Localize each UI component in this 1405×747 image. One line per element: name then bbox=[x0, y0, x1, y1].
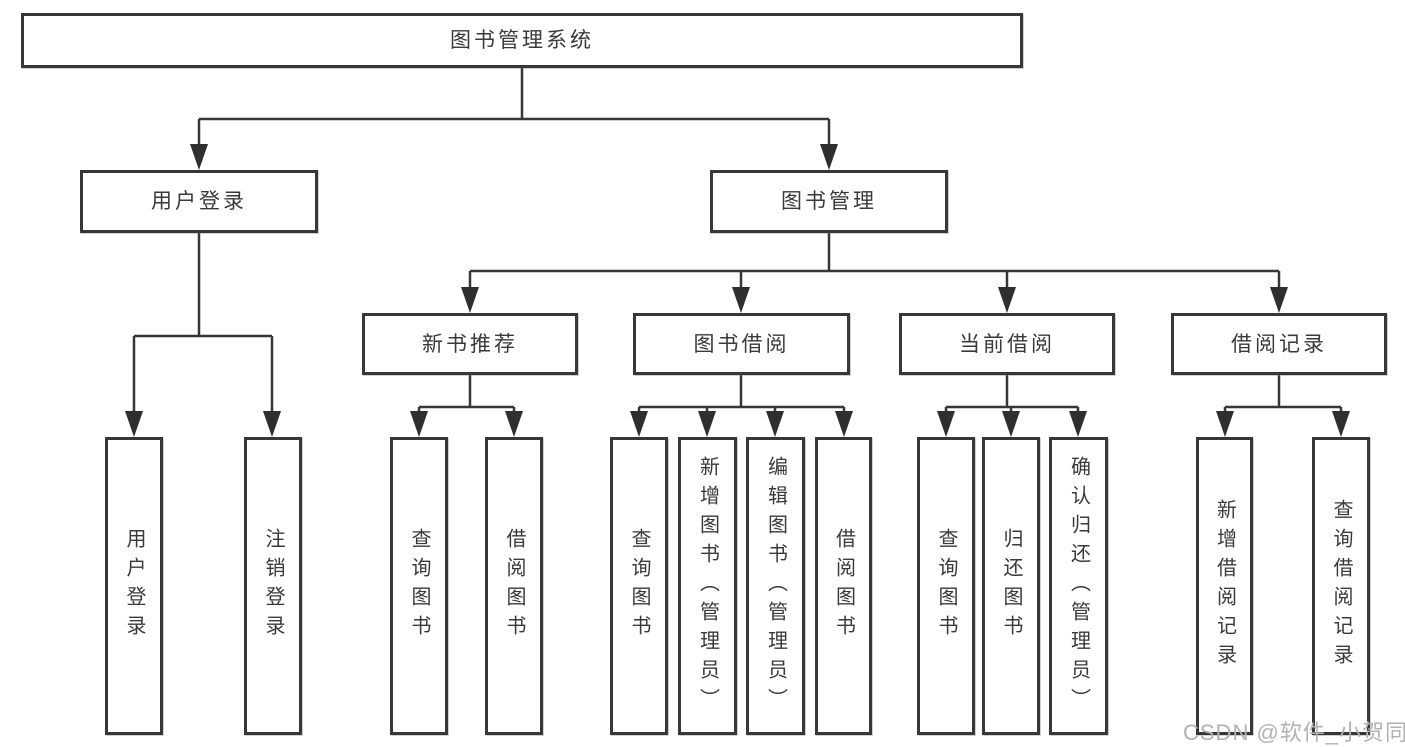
node-user-login: 用户登录 bbox=[80, 170, 318, 233]
node-edit-book-admin: 编辑图书（管理员） bbox=[746, 437, 805, 735]
node-book-management: 图书管理 bbox=[710, 170, 948, 233]
node-label: 借阅图书 bbox=[503, 528, 525, 644]
connector-book-borrow-children bbox=[637, 375, 846, 415]
connector-current-borrow-children bbox=[944, 375, 1080, 415]
node-label: 查询借阅记录 bbox=[1330, 499, 1352, 673]
node-current-borrow: 当前借阅 bbox=[899, 313, 1115, 375]
node-label: 当前借阅 bbox=[959, 332, 1055, 356]
node-label: 查询图书 bbox=[408, 528, 430, 644]
connector-user-login-children bbox=[132, 233, 274, 415]
node-label: 图书管理 bbox=[781, 190, 877, 213]
node-label: 用户登录 bbox=[151, 190, 247, 213]
node-label: 借阅记录 bbox=[1231, 332, 1327, 356]
node-label: 查询图书 bbox=[935, 528, 957, 644]
node-label: 查询图书 bbox=[628, 528, 650, 644]
node-label: 新增图书（管理员） bbox=[696, 455, 719, 717]
node-user-login-leaf: 用户登录 bbox=[105, 437, 163, 735]
node-label: 图书管理系统 bbox=[450, 29, 594, 52]
csdn-watermark: CSDN @软件_小贺同学 bbox=[1183, 720, 1405, 745]
node-add-borrow-record: 新增借阅记录 bbox=[1196, 437, 1253, 735]
node-query-borrow-record: 查询借阅记录 bbox=[1312, 437, 1370, 735]
node-label: 图书借阅 bbox=[693, 332, 790, 356]
connector-borrow-records-children bbox=[1223, 375, 1343, 415]
node-label: 编辑图书（管理员） bbox=[764, 455, 787, 717]
node-label: 新增借阅记录 bbox=[1213, 499, 1236, 673]
node-label: 新书推荐 bbox=[422, 332, 518, 356]
node-query-book-recommend: 查询图书 bbox=[390, 437, 448, 735]
node-borrow-book-leaf: 借阅图书 bbox=[815, 437, 872, 735]
connector-root-to-level2 bbox=[197, 68, 831, 148]
node-new-book-recommend: 新书推荐 bbox=[362, 313, 578, 375]
connector-book-management-children bbox=[468, 233, 1281, 292]
node-return-book: 归还图书 bbox=[982, 437, 1040, 735]
node-book-borrow: 图书借阅 bbox=[633, 313, 850, 375]
node-borrow-records: 借阅记录 bbox=[1171, 313, 1387, 375]
node-label: 归还图书 bbox=[1000, 528, 1022, 644]
node-label: 确认归还（管理员） bbox=[1067, 455, 1090, 717]
node-confirm-return-admin: 确认归还（管理员） bbox=[1049, 437, 1108, 735]
node-logout: 注销登录 bbox=[244, 437, 302, 735]
arrowheads bbox=[125, 144, 1350, 437]
connector-new-book-recommend-children bbox=[417, 375, 516, 415]
node-label: 注销登录 bbox=[262, 528, 284, 644]
node-query-book-borrow: 查询图书 bbox=[610, 437, 668, 735]
node-root: 图书管理系统 bbox=[21, 13, 1023, 68]
node-query-book-current: 查询图书 bbox=[917, 437, 975, 735]
node-borrow-book-recommend: 借阅图书 bbox=[485, 437, 543, 735]
node-label: 用户登录 bbox=[123, 528, 145, 644]
node-label: 借阅图书 bbox=[832, 528, 855, 644]
node-add-book-admin: 新增图书（管理员） bbox=[678, 437, 737, 735]
